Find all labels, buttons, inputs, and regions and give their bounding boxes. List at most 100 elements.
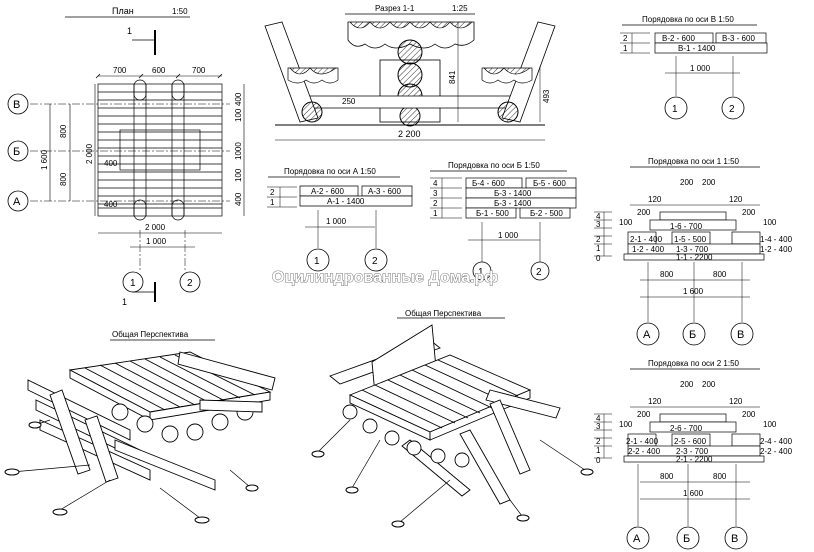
axis-2-label-6: 2-3 - 700: [676, 447, 709, 456]
axis-1-dim-top-3: 120: [648, 195, 662, 204]
axis-1-row-0: 0: [596, 254, 601, 263]
axis-1-dim-top-5: 200: [637, 208, 651, 217]
axis-2-label-7: 2-2 - 400: [760, 447, 793, 456]
axis-2-dim-bottom-2: 800: [713, 472, 727, 481]
axis-v-label-1: В-2 - 600: [662, 34, 695, 43]
axis-b-axis-1: 1: [478, 267, 484, 278]
axis-1-dim-total: 1 600: [683, 287, 704, 296]
plan-dim-right-2: 100: [234, 108, 243, 122]
axis-1-dim-top-2: 200: [702, 178, 716, 187]
section-dim-seat: 493: [542, 89, 551, 103]
perspective-left-title: Общая Перспектива: [112, 330, 189, 339]
axis-1-label-4: 1-4 - 400: [760, 235, 793, 244]
perspective-right: Общая Перспектива: [311, 309, 594, 528]
axis-1-axis-v: В: [737, 329, 744, 341]
plan-dim-left-inner: 2 000: [85, 143, 94, 164]
axis-a-label-1: А-2 - 600: [311, 187, 344, 196]
axis-1-dim-top-6: 200: [742, 208, 756, 217]
axis-v-label-2: В-3 - 600: [722, 34, 755, 43]
axis-2-axis-b: Б: [683, 533, 690, 545]
axis-a-title: Порядовка по оси А 1:50: [284, 167, 376, 176]
plan-axis-v: В: [13, 99, 20, 111]
axis-1-label-3: 1-5 - 500: [674, 235, 707, 244]
axis-1-label-2: 2-1 - 400: [630, 235, 663, 244]
section-title: Разрез 1-1: [375, 4, 415, 13]
plan-dim-right-1: 400: [234, 92, 243, 106]
axis-2-dim-top-4: 120: [729, 397, 743, 406]
axis-2-title: Порядовка по оси 2 1:50: [648, 359, 740, 368]
axis-2-label-5: 2-2 - 400: [628, 447, 661, 456]
axis-1-title: Порядовка по оси 1 1:50: [648, 157, 740, 166]
axis-a-axis-1: 1: [314, 256, 320, 267]
section-dim-width: 2 200: [398, 129, 421, 139]
plan-scale: 1:50: [172, 7, 188, 16]
plan-axis-2: 2: [187, 278, 193, 289]
axis-2-dim-bottom-1: 800: [660, 472, 674, 481]
axis-2-row-1: 1: [596, 446, 601, 455]
axis-1-axis-b: Б: [689, 329, 696, 341]
axis-v-view: Порядовка по оси В 1:50 2 1 В-2 - 600 В-…: [620, 15, 768, 120]
axis-b-row-2: 2: [433, 199, 438, 208]
axis-v-dim: 1 000: [690, 64, 711, 73]
section-view: Разрез 1-1 1:25 2 200 841 493 250: [264, 4, 556, 141]
axis-b-row-4: 4: [433, 179, 438, 188]
axis-v-axis-1: 1: [672, 104, 678, 115]
axis-1-view: Порядовка по оси 1 1:50 200 200 120 120 …: [594, 157, 793, 346]
section-dim-height: 841: [448, 70, 457, 84]
plan-dim-left-1: 800: [59, 124, 68, 138]
axis-a-row-2: 2: [270, 188, 275, 197]
axis-2-dim-total: 1 600: [683, 489, 704, 498]
axis-1-row-1: 1: [596, 244, 601, 253]
axis-1-dim-top-4: 120: [729, 195, 743, 204]
axis-v-axis-2: 2: [729, 104, 735, 115]
axis-1-dim-bottom-2: 800: [713, 270, 727, 279]
axis-2-axis-v: В: [731, 533, 738, 545]
plan-axis-a: А: [13, 196, 21, 208]
plan-dim-top-1: 700: [113, 66, 127, 75]
watermark-text: Оцилиндрованные Дома.рф: [272, 269, 498, 286]
axis-v-label-3: В-1 - 1400: [678, 44, 716, 53]
plan-view: План 1:50 1 1 700 600 700: [7, 6, 245, 307]
axis-2-dim-top-3: 120: [648, 397, 662, 406]
plan-dim-bottom: 2 000: [145, 223, 166, 232]
axis-2-dim-top-6: 200: [742, 410, 756, 419]
section-mark-bottom: 1: [122, 297, 127, 307]
section-scale: 1:25: [452, 4, 468, 13]
axis-2-label-3: 2-5 - 600: [674, 437, 707, 446]
axis-b-label-2: Б-5 - 600: [533, 179, 566, 188]
axis-2-label-2: 2-1 - 400: [626, 437, 659, 446]
axis-v-row-2: 2: [623, 34, 628, 43]
axis-b-row-1: 1: [433, 209, 438, 218]
axis-a-row-1: 1: [270, 198, 275, 207]
axis-b-title: Порядовка по оси Б 1:50: [448, 161, 540, 170]
axis-a-label-3: А-1 - 1400: [327, 197, 365, 206]
axis-2-row-2: 2: [596, 437, 601, 446]
axis-2-dim-top-2: 200: [702, 380, 716, 389]
axis-1-dim-top-1: 200: [680, 178, 694, 187]
plan-dim-inner-2: 400: [104, 200, 118, 209]
axis-b-label-5: Б-1 - 500: [476, 209, 509, 218]
axis-1-axis-a: А: [643, 329, 651, 341]
axis-2-label-8: 2-1 - 2200: [676, 455, 713, 464]
axis-1-row-4: 4: [596, 212, 601, 221]
plan-title: План: [112, 6, 134, 16]
plan-dim-right-5: 400: [234, 192, 243, 206]
axis-a-dim: 1 000: [326, 217, 347, 226]
plan-dim-right-4: 100: [234, 168, 243, 182]
axis-1-label-1: 1-6 - 700: [670, 222, 703, 231]
plan-dim-bottom-axes: 1 000: [146, 237, 167, 246]
axis-1-label-8: 1-1 - 2200: [676, 253, 713, 262]
axis-2-view: Порядовка по оси 2 1:50 200 200 120 120 …: [594, 359, 793, 550]
axis-b-label-4: Б-3 - 1400: [494, 199, 532, 208]
axis-1-label-7: 1-2 - 400: [760, 245, 793, 254]
section-mark-top: 1: [127, 26, 132, 36]
plan-axis-1: 1: [130, 278, 136, 289]
perspective-right-title: Общая Перспектива: [405, 309, 482, 318]
axis-b-axis-2: 2: [536, 267, 542, 278]
axis-1-dim-bottom-1: 800: [660, 270, 674, 279]
axis-b-view: Порядовка по оси Б 1:50 4 3 2 1 Б-4 - 60…: [430, 161, 577, 281]
axis-a-view: Порядовка по оси А 1:50 2 1 А-2 - 600 А-…: [267, 167, 413, 272]
axis-1-row-3: 3: [596, 220, 601, 229]
axis-b-row-3: 3: [433, 189, 438, 198]
